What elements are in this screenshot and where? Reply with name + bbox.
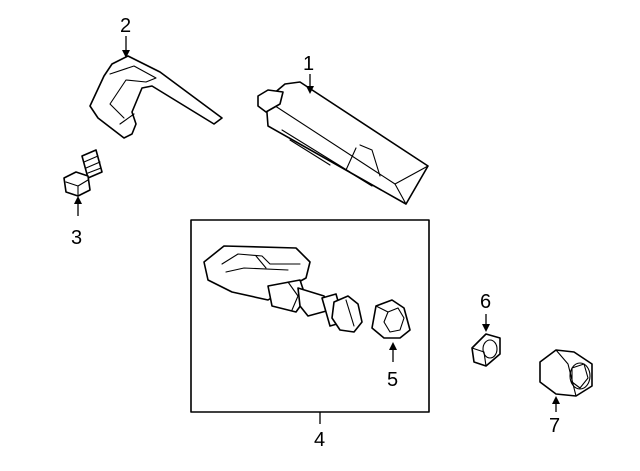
svg-text:4: 4 [314, 429, 325, 451]
part-4-kit-box[interactable] [190, 219, 430, 413]
callout-3: 3 [71, 196, 82, 249]
part-2-bracket[interactable] [89, 55, 223, 139]
part-4-sensor[interactable] [203, 245, 363, 333]
callout-2: 2 [120, 15, 131, 58]
part-1-module[interactable] [257, 81, 429, 205]
callout-6: 6 [480, 291, 491, 332]
svg-text:3: 3 [71, 227, 82, 249]
part-6-grommet[interactable] [471, 333, 501, 367]
part-3-bolt[interactable] [63, 149, 103, 197]
callout-7: 7 [549, 396, 560, 437]
svg-text:7: 7 [549, 415, 560, 437]
part-7-cap[interactable] [539, 349, 593, 397]
svg-text:5: 5 [387, 369, 398, 391]
callout-1: 1 [303, 53, 314, 94]
svg-text:2: 2 [120, 15, 131, 37]
svg-text:6: 6 [480, 291, 491, 313]
callout-4: 4 [314, 412, 325, 451]
svg-text:1: 1 [303, 53, 314, 75]
callout-5: 5 [387, 342, 398, 391]
part-5-nut[interactable] [371, 299, 411, 339]
